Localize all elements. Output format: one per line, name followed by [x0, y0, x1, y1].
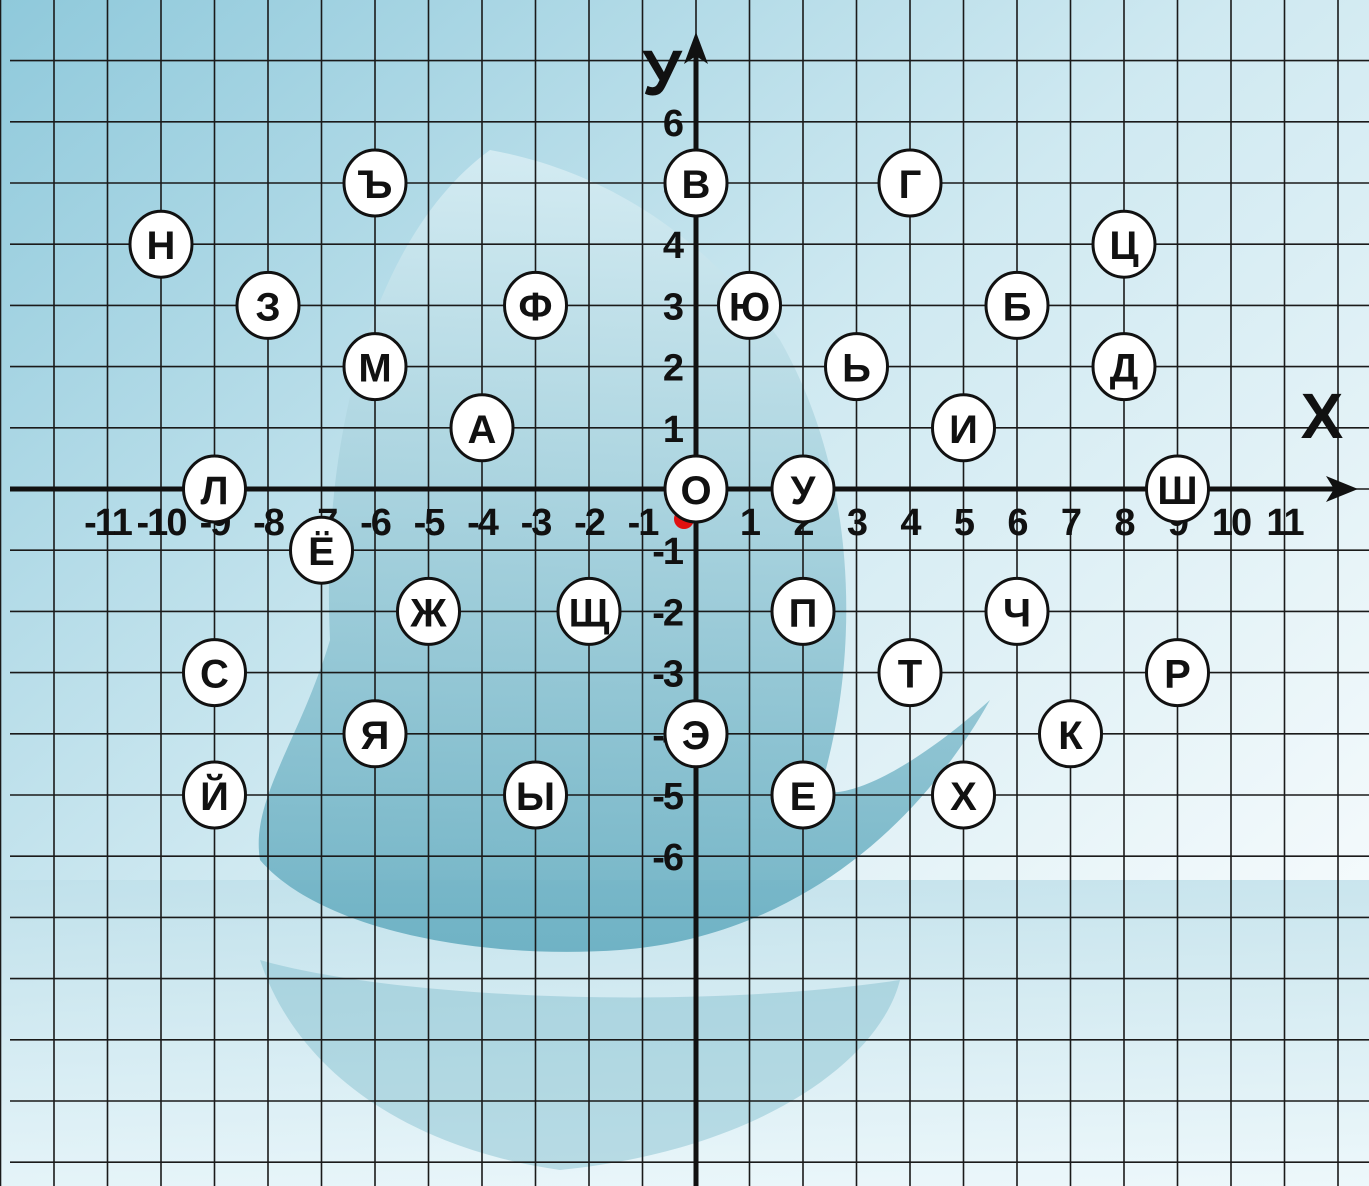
letter-point: К — [1040, 701, 1102, 767]
letter-point: Ч — [986, 578, 1048, 644]
letter-label: К — [1058, 714, 1083, 758]
letter-point: Ъ — [344, 150, 406, 216]
letter-label: Э — [682, 714, 710, 758]
letter-label: Ь — [842, 347, 871, 391]
letter-label: Б — [1003, 285, 1032, 329]
letter-point: Ю — [719, 272, 781, 338]
letter-point: Е — [772, 762, 834, 828]
y-tick-label: 3 — [663, 286, 683, 328]
letter-point: Ё — [291, 517, 353, 583]
letter-point: Ш — [1147, 456, 1209, 522]
y-tick-label: -5 — [652, 776, 684, 818]
x-tick-label: -10 — [137, 502, 187, 544]
x-tick-label: 5 — [954, 502, 975, 544]
letter-point: Э — [665, 701, 727, 767]
y-tick-label: 2 — [663, 348, 683, 390]
letter-label: Ш — [1157, 469, 1197, 513]
letter-point: Т — [879, 640, 941, 706]
letter-label: Т — [898, 653, 922, 697]
x-tick-label: 6 — [1007, 502, 1027, 544]
letter-label: Л — [200, 469, 228, 513]
letter-point: Ц — [1093, 211, 1155, 277]
x-tick-label: 11 — [1266, 502, 1304, 544]
letter-point: С — [184, 640, 246, 706]
letter-label: О — [680, 469, 711, 513]
letter-label: Я — [361, 714, 390, 758]
letter-point: З — [237, 272, 299, 338]
letter-label: Г — [899, 163, 922, 207]
letter-label: П — [789, 591, 818, 635]
letter-point: О — [665, 456, 727, 522]
y-tick-label: 6 — [663, 103, 683, 145]
x-axis-title: X — [1301, 380, 1344, 452]
x-tick-label: 3 — [847, 502, 867, 544]
letter-label: С — [200, 653, 229, 697]
letter-point: Б — [986, 272, 1048, 338]
letter-label: Ъ — [358, 163, 393, 207]
x-tick-label: 8 — [1114, 502, 1134, 544]
letter-point: Я — [344, 701, 406, 767]
letter-label: В — [682, 163, 711, 207]
y-tick-label: -3 — [652, 654, 683, 696]
letter-point: Д — [1093, 334, 1155, 400]
letter-label: З — [255, 285, 280, 329]
letter-point: Л — [184, 456, 246, 522]
x-tick-label: 4 — [900, 502, 921, 544]
letter-label: Ё — [308, 530, 335, 574]
x-tick-label: 7 — [1061, 502, 1081, 544]
letter-point: Н — [130, 211, 192, 277]
letter-point: Ы — [505, 762, 567, 828]
x-tick-label: -3 — [521, 502, 552, 544]
letter-label: У — [791, 469, 817, 513]
letter-label: Р — [1164, 653, 1191, 697]
letter-point: М — [344, 334, 406, 400]
x-tick-label: -5 — [414, 502, 446, 544]
letter-point: П — [772, 578, 834, 644]
x-tick-label: -6 — [360, 502, 391, 544]
letter-label: Й — [200, 773, 229, 819]
letter-point: Ж — [398, 578, 460, 644]
letter-point: Й — [184, 762, 246, 828]
letter-point: Х — [933, 762, 995, 828]
y-tick-label: -1 — [652, 531, 684, 573]
letter-label: А — [468, 408, 497, 452]
x-tick-label: 1 — [740, 502, 761, 544]
letter-point: Ф — [505, 272, 567, 338]
x-tick-label: -2 — [574, 502, 605, 544]
letter-point: Р — [1147, 640, 1209, 706]
letter-label: И — [949, 408, 978, 452]
x-tick-label: -4 — [467, 502, 499, 544]
letter-label: Х — [950, 775, 977, 819]
letter-label: Ю — [729, 285, 770, 329]
letter-point: Щ — [558, 578, 620, 644]
letter-label: Ц — [1109, 224, 1138, 268]
y-axis-title: У — [642, 37, 683, 109]
letter-point: Ь — [826, 334, 888, 400]
letter-label: Ч — [1003, 591, 1031, 635]
letter-label: Д — [1110, 347, 1139, 391]
letter-label: Щ — [569, 591, 610, 635]
letter-point: В — [665, 150, 727, 216]
x-tick-label: 10 — [1212, 502, 1251, 544]
y-tick-label: 4 — [663, 225, 684, 267]
letter-point: Г — [879, 150, 941, 216]
x-tick-label: -11 — [84, 502, 133, 544]
x-tick-label: -8 — [253, 502, 284, 544]
letter-label: Ф — [518, 285, 552, 329]
y-tick-label: -6 — [652, 837, 683, 879]
y-tick-label: -2 — [652, 592, 683, 634]
letter-label: Ж — [409, 591, 447, 635]
letter-point: А — [451, 395, 513, 461]
y-tick-label: 1 — [663, 409, 684, 451]
letter-label: Ы — [516, 775, 555, 819]
letter-point: У — [772, 456, 834, 522]
letter-label: Е — [790, 775, 817, 819]
letter-label: Н — [147, 224, 176, 268]
letter-point: И — [933, 395, 995, 461]
letter-label: М — [358, 347, 391, 391]
